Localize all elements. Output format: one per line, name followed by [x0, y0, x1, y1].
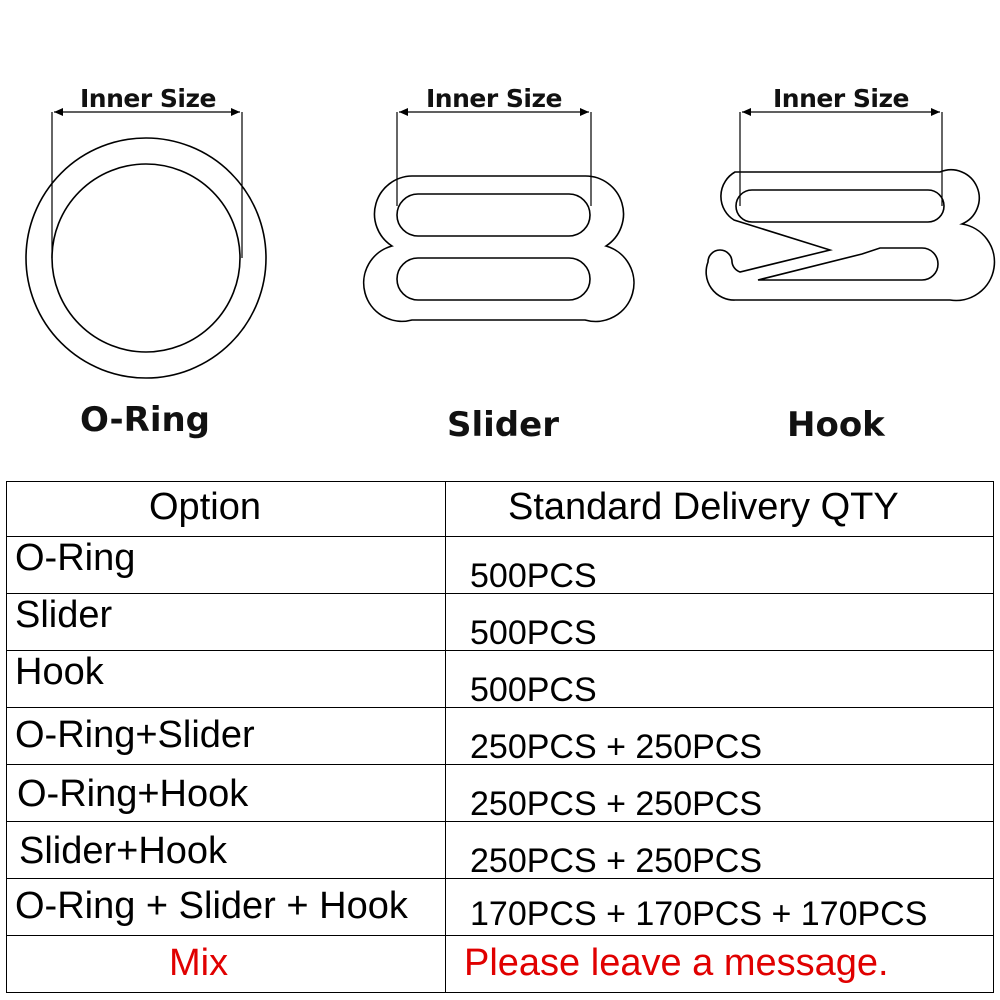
option-cell: O-Ring+Slider	[15, 714, 255, 756]
hook-caption: Hook	[787, 405, 885, 445]
table-row: Slider+Hook 250PCS + 250PCS	[6, 821, 994, 880]
delivery-options-table: Option Standard Delivery QTY O-Ring 500P…	[6, 481, 994, 993]
option-cell: O-Ring+Hook	[17, 773, 249, 815]
header-qty: Standard Delivery QTY	[445, 481, 994, 537]
option-cell: Hook	[15, 651, 104, 693]
slider-drawing	[362, 108, 635, 323]
table-header-row: Option Standard Delivery QTY	[6, 481, 994, 537]
o-ring-caption: O-Ring	[80, 400, 211, 440]
qty-cell: 500PCS	[470, 671, 597, 709]
header-option: Option	[6, 481, 446, 537]
table-row: O-Ring + Slider + Hook 170PCS + 170PCS +…	[6, 878, 994, 936]
o-ring-inner-size-label: Inner Size	[80, 84, 216, 113]
option-cell: Slider+Hook	[19, 830, 228, 872]
hook-inner-size-label: Inner Size	[773, 84, 909, 113]
table-row-mix: Mix Please leave a message.	[6, 935, 994, 993]
qty-cell: 500PCS	[470, 557, 597, 595]
mix-option-cell: Mix	[169, 942, 229, 984]
qty-cell: 250PCS + 250PCS	[470, 842, 763, 880]
table-row: Slider 500PCS	[6, 593, 994, 652]
qty-cell: 250PCS + 250PCS	[470, 728, 763, 766]
table-row: O-Ring+Slider 250PCS + 250PCS	[6, 707, 994, 766]
o-ring-drawing	[25, 108, 267, 379]
option-cell: O-Ring + Slider + Hook	[15, 885, 408, 927]
slider-inner-size-label: Inner Size	[426, 84, 562, 113]
qty-cell: 170PCS + 170PCS + 170PCS	[470, 895, 928, 933]
line-drawings	[25, 108, 996, 379]
product-diagram: Inner Size Inner Size Inner Size O-Ring …	[0, 0, 1000, 470]
table-row: O-Ring+Hook 250PCS + 250PCS	[6, 764, 994, 823]
qty-cell: 250PCS + 250PCS	[470, 785, 763, 823]
table-row: Hook 500PCS	[6, 650, 994, 709]
mix-qty-cell: Please leave a message.	[464, 942, 889, 984]
slider-caption: Slider	[447, 405, 559, 445]
table-row: O-Ring 500PCS	[6, 536, 994, 595]
qty-cell: 500PCS	[470, 614, 597, 652]
header-qty-label: Standard Delivery QTY	[508, 486, 899, 528]
hook-drawing	[705, 108, 996, 302]
option-cell: O-Ring	[15, 537, 136, 579]
option-cell: Slider	[15, 594, 113, 636]
header-option-label: Option	[149, 486, 261, 528]
